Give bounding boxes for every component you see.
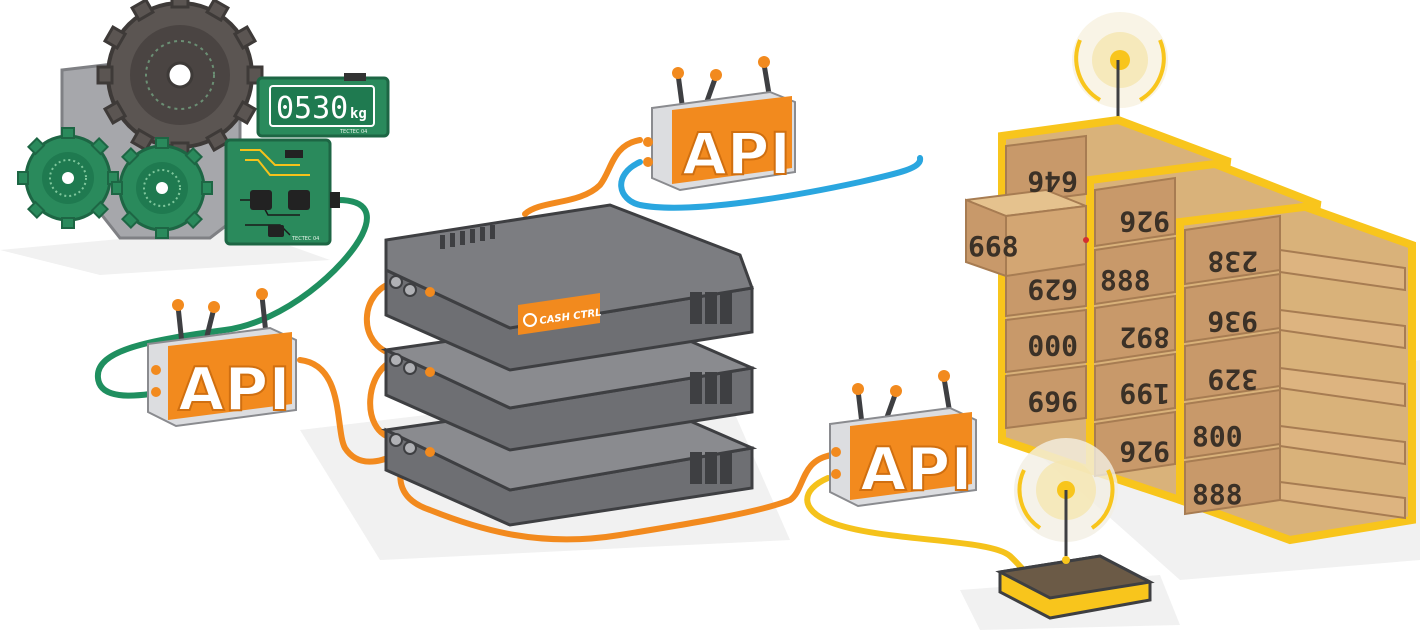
cable-green [94,197,370,399]
scale-maker: TECTEC 04 [339,129,367,135]
board-maker: TECTEC 04 [291,236,319,242]
box-label: 926 [1119,435,1170,468]
box-label: 238 [1207,245,1258,278]
box-label: 800 [1192,420,1243,453]
scale-display: 0530 kg TECTEC 04 [256,73,390,138]
gear-green-right [111,137,213,239]
api-label: API [860,435,973,505]
box-label: 199 [1119,377,1170,410]
cable-orange-top [522,137,643,217]
server-brand-logo: CASH CTRL [518,293,602,335]
api-label: API [178,355,291,425]
api-gateway-top: API [643,56,796,192]
scale-unit: kg [350,106,367,122]
box-label: 888 [1100,264,1151,297]
box-label: 668 [968,230,1019,263]
box-label: 329 [1207,363,1258,396]
gear-assembly [17,0,264,240]
cable-blue [618,155,923,211]
box-label: 888 [1192,478,1243,511]
box-label: 926 [1119,205,1170,238]
box-label: 646 [1027,165,1078,198]
cable-orange-bottom [397,452,835,543]
api-gateway-left: API [147,288,297,428]
signal-rings-top [1072,12,1168,122]
box-label: 969 [1027,385,1078,418]
wifi-router [995,438,1155,620]
box-label: 000 [1027,329,1078,362]
rack-column-back: 238 936 329 800 888 [1176,200,1416,545]
box-label: 892 [1119,321,1170,354]
server-stack: CASH CTRL [380,203,758,527]
box-label: 629 [1027,273,1078,306]
cable-orange-left [297,357,398,465]
gear-green-left [17,127,119,229]
api-label: API [682,120,791,188]
box-pulled-out [965,188,1089,278]
box-back [1184,214,1281,516]
warehouse-rack: 238 936 329 800 888 926 888 892 199 926 [965,12,1416,545]
scale-reading: 0530 [276,91,348,126]
rack-column-front: 646 668 629 000 969 [965,115,1232,476]
server-ports [389,275,417,455]
circuit-board: TECTEC 04 [224,138,340,246]
api-gateway-right: API [829,370,977,508]
server-unit-top: CASH CTRL [384,203,755,372]
gear-large [96,0,264,159]
box-label: 936 [1207,305,1258,338]
